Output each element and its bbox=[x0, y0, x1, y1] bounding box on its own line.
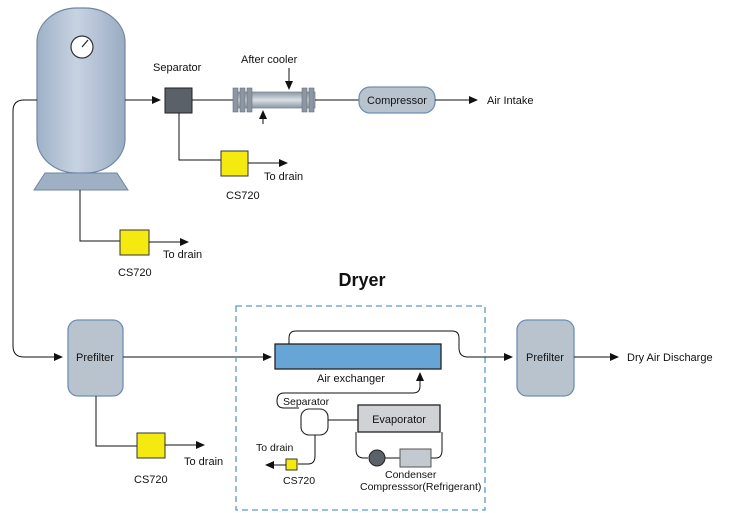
line-separator-drain bbox=[178, 113, 221, 161]
air-exchanger bbox=[274, 343, 442, 370]
evaporator-label: Evaporator bbox=[372, 414, 426, 426]
line-dryer-separator-drain bbox=[298, 435, 316, 465]
prefilter-right-label: Prefilter bbox=[526, 352, 564, 364]
separator-top-label: Separator bbox=[153, 62, 202, 74]
cs720-drain-1 bbox=[220, 150, 249, 177]
condenser bbox=[399, 448, 432, 468]
after-cooler-label: After cooler bbox=[241, 54, 298, 66]
cs720-3-label: CS720 bbox=[134, 474, 168, 486]
condenser-label: Condenser bbox=[385, 469, 437, 481]
compressor-refrigerant-label: Compresssor(Refrigerant) bbox=[360, 481, 481, 493]
separator-top bbox=[164, 87, 193, 114]
line-tank-to-prefilter bbox=[12, 99, 63, 361]
dryer-boundary bbox=[235, 305, 486, 511]
to-drain-2-label: To drain bbox=[163, 249, 202, 261]
dry-air-discharge-label: Dry Air Discharge bbox=[627, 352, 713, 364]
dryer-title: Dryer bbox=[338, 270, 385, 290]
pressure-gauge-icon bbox=[70, 35, 94, 59]
to-drain-1-label: To drain bbox=[264, 171, 303, 183]
cs720-dryer bbox=[285, 458, 298, 471]
evaporator bbox=[357, 404, 441, 433]
cs720-1-label: CS720 bbox=[226, 190, 260, 202]
air-receiver-tank bbox=[33, 7, 129, 191]
after-cooler bbox=[232, 87, 316, 113]
compressor-label: Compressor bbox=[367, 95, 427, 107]
separator-dryer bbox=[300, 408, 329, 436]
cs720-dryer-label: CS720 bbox=[283, 475, 315, 487]
line-refrigerant-loop-right bbox=[431, 432, 443, 459]
air-intake-label: Air Intake bbox=[487, 95, 533, 107]
cs720-drain-3 bbox=[136, 432, 166, 459]
air-exchanger-label: Air exchanger bbox=[317, 373, 385, 385]
to-drain-3-label: To drain bbox=[184, 456, 223, 468]
prefilter-left-label: Prefilter bbox=[76, 352, 114, 364]
line-separator-to-exchanger bbox=[276, 372, 424, 409]
separator-dryer-label: Separator bbox=[283, 396, 330, 408]
to-drain-dryer-label: To drain bbox=[256, 442, 294, 454]
refrigerant-compressor bbox=[368, 449, 386, 467]
line-tank-drain bbox=[79, 190, 120, 242]
line-refrigerant-loop-left bbox=[355, 432, 368, 459]
prefilter-right bbox=[516, 319, 575, 397]
line-exchanger-to-prefilter bbox=[288, 330, 513, 361]
line-prefilter-drain bbox=[95, 396, 137, 447]
cs720-drain-2 bbox=[119, 229, 150, 256]
cs720-2-label: CS720 bbox=[118, 267, 152, 279]
